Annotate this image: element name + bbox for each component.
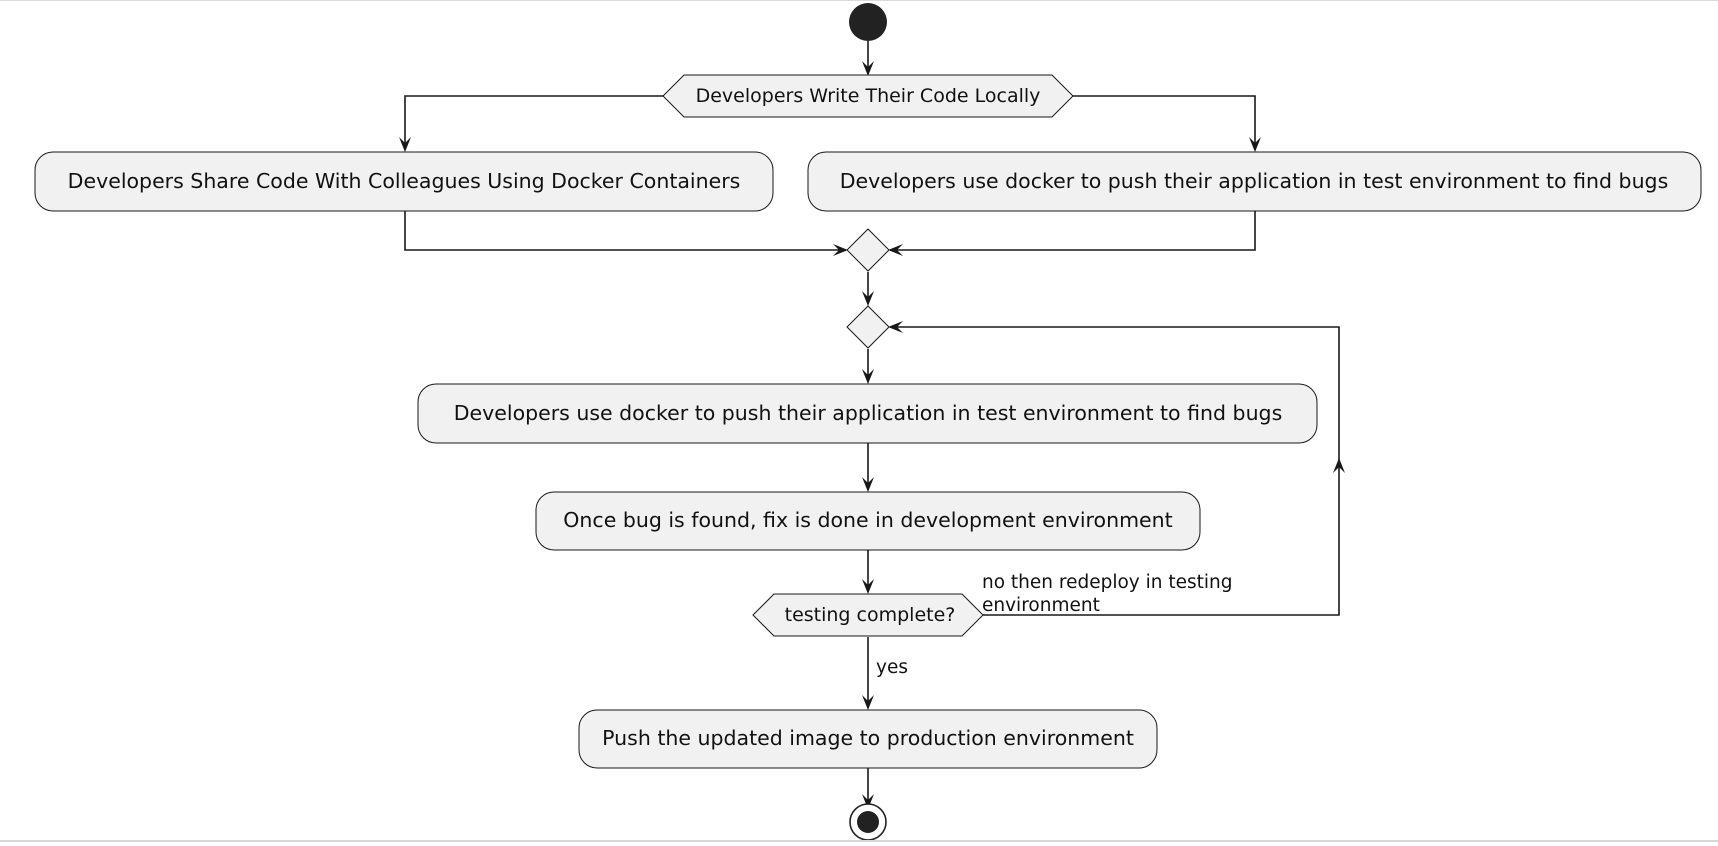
branch-question: Developers Write Their Code Locally — [662, 74, 1074, 118]
final-action-label: Push the updated image to production env… — [602, 726, 1134, 750]
bottom-border — [0, 840, 1718, 842]
exit-label: yes — [876, 657, 908, 678]
branch-right-action-box — [807, 151, 1702, 212]
loop-question-shape — [752, 593, 984, 637]
arrowhead — [833, 244, 848, 256]
branch-question-label: Developers Write Their Code Locally — [696, 85, 1041, 107]
arrowhead — [862, 794, 874, 809]
loop-test-action-box — [417, 383, 1318, 444]
arrowhead — [862, 369, 874, 384]
arrowhead — [888, 244, 903, 256]
edge-question-to-left — [404, 95, 663, 150]
edge-loop-back — [890, 326, 1340, 616]
branch-left-action: Developers Share Code With Colleagues Us… — [34, 151, 774, 212]
merge-diamond — [846, 228, 890, 272]
arrowhead — [862, 291, 874, 306]
edge-question-to-right — [1073, 95, 1256, 150]
edge-right-to-merge — [890, 211, 1256, 251]
end-node-core — [857, 811, 879, 833]
edges — [399, 41, 1345, 809]
branch-question-shape — [662, 74, 1074, 118]
start-node — [849, 3, 887, 41]
loop-test-action: Developers use docker to push their appl… — [417, 383, 1318, 444]
loop-question-label: testing complete? — [785, 604, 956, 626]
end-node — [849, 803, 887, 841]
loop-back-label-line2: environment — [982, 595, 1100, 616]
edge-left-to-merge — [404, 211, 846, 251]
loop-back-label-line1: no then redeploy in testing — [982, 572, 1233, 593]
branch-right-action-label: Developers use docker to push their appl… — [840, 169, 1669, 193]
loop-fix-action-box — [535, 491, 1201, 551]
arrowhead — [862, 61, 874, 76]
branch-left-action-box — [34, 151, 774, 212]
final-action-box — [578, 709, 1158, 769]
loop-question: testing complete? — [752, 593, 984, 637]
top-border — [0, 0, 1718, 1]
arrowhead-up — [1333, 458, 1345, 473]
branch-left-action-label: Developers Share Code With Colleagues Us… — [68, 169, 741, 193]
loop-diamond — [846, 305, 890, 349]
arrowhead — [1249, 137, 1261, 152]
final-action: Push the updated image to production env… — [578, 709, 1158, 769]
loop-fix-action: Once bug is found, fix is done in develo… — [535, 491, 1201, 551]
arrowhead — [862, 477, 874, 492]
loop-fix-action-label: Once bug is found, fix is done in develo… — [563, 508, 1172, 532]
loop-test-action-label: Developers use docker to push their appl… — [454, 401, 1283, 425]
branch-right-action: Developers use docker to push their appl… — [807, 151, 1702, 212]
arrowhead — [399, 137, 411, 152]
arrowhead — [862, 695, 874, 710]
arrowhead — [888, 321, 903, 333]
arrowhead — [862, 579, 874, 594]
